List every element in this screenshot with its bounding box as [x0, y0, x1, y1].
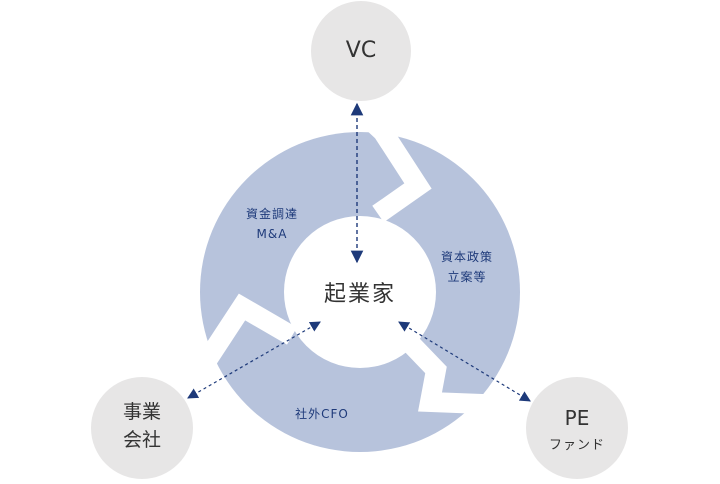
node-pe-label: PE — [564, 406, 590, 430]
node-pe-sublabel: ファンド — [548, 438, 605, 453]
ring-label-funding: 資金調達 M&A — [245, 207, 298, 241]
arrow-pe-center — [398, 321, 531, 402]
ring-label-capital-policy: 資本政策 立案等 — [440, 250, 493, 284]
center-circle — [284, 216, 436, 368]
arrow-company-center — [187, 321, 321, 399]
ring-divider-top — [361, 110, 432, 223]
node-pe — [526, 377, 628, 479]
node-vc — [311, 1, 411, 101]
node-vc-label: VC — [345, 38, 377, 63]
ring-label-cfo: 社外CFO — [295, 407, 349, 421]
node-company-label: 事業 会社 — [122, 401, 161, 451]
center-label: 起業家 — [323, 282, 396, 307]
node-company — [91, 377, 193, 479]
